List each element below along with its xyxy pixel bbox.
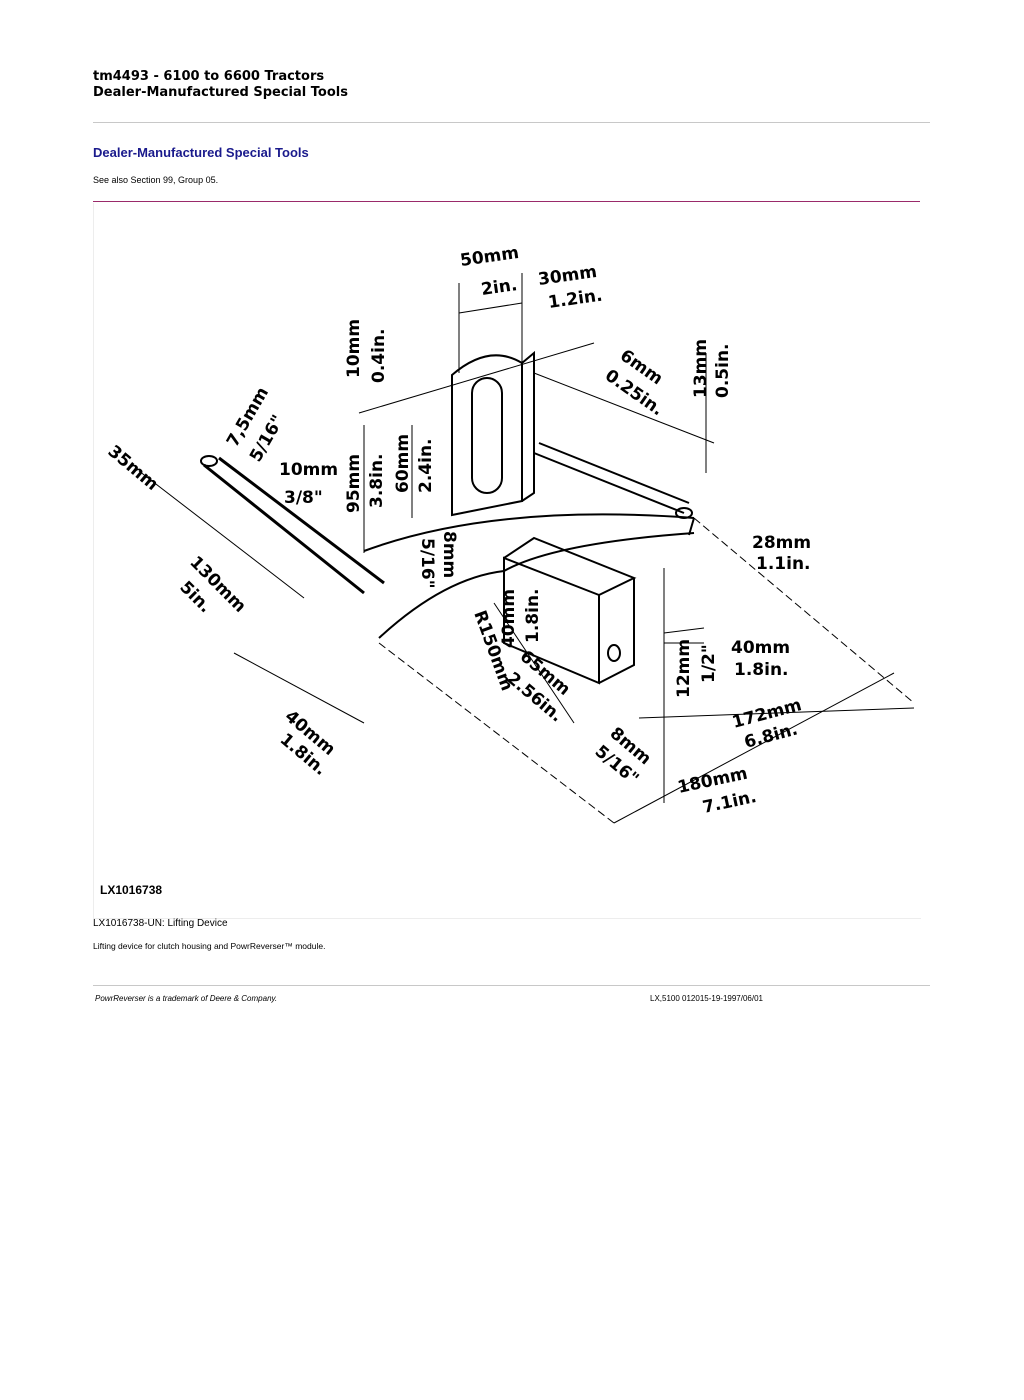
dim-1-8in-a: 1.8in. (523, 588, 543, 643)
dim-3-8in: 3.8in. (367, 453, 387, 508)
header-subtitle: Dealer-Manufactured Special Tools (93, 85, 348, 100)
dim-50mm: 50mm (459, 243, 520, 271)
left-rod (203, 463, 365, 595)
see-also-text: See also Section 99, Group 05. (93, 175, 219, 185)
right-rod (533, 452, 685, 514)
technical-drawing: 50mm 2in. 30mm 1.2in. 6mm 0.25in. 13mm 0… (104, 243, 915, 824)
dim-0-4in: 0.4in. (369, 328, 389, 383)
dim-7-1in: 7.1in. (701, 787, 758, 818)
plate-inner-edge (378, 570, 505, 639)
dim-5-16b: 5/16" (417, 538, 437, 589)
dim-10mm: 10mm (344, 319, 364, 378)
dim-1-1in: 1.1in. (756, 554, 811, 574)
dim-12mm: 12mm (674, 639, 694, 698)
figure-caption: LX1016738-UN: Lifting Device (93, 918, 228, 929)
dim-35mm: 35mm (104, 442, 162, 495)
dim-3-8: 3/8" (284, 488, 323, 508)
dim-8mm: 8mm (439, 531, 459, 578)
footer-divider (93, 985, 930, 986)
plate-outer-edge (363, 513, 695, 552)
block-hole (607, 644, 621, 662)
dim-30mm: 30mm (537, 262, 598, 290)
dim-1-2: 1/2" (699, 644, 719, 683)
dim-95mm: 95mm (344, 454, 364, 513)
lifting-device-drawing: 50mm 2in. 30mm 1.2in. 6mm 0.25in. 13mm 0… (93, 203, 921, 919)
slot (471, 377, 503, 494)
dim-2in: 2in. (480, 275, 519, 300)
dim-40mm-b: 40mm (731, 638, 790, 658)
dim-1-8in-b: 1.8in. (734, 660, 789, 680)
dim-28mm: 28mm (752, 533, 811, 553)
dim-60mm: 60mm (393, 434, 413, 493)
slotted-plate (451, 354, 523, 517)
figure-description: Lifting device for clutch housing and Po… (93, 941, 326, 951)
header-divider (93, 122, 930, 123)
section-title: Dealer-Manufactured Special Tools (93, 145, 309, 160)
trademark-note: PowrReverser is a trademark of Deere & C… (95, 994, 278, 1003)
section-divider (93, 201, 920, 202)
dim-1-2in: 1.2in. (547, 286, 604, 313)
dim-0-5in: 0.5in. (713, 343, 733, 398)
header-title: tm4493 - 6100 to 6600 Tractors (93, 69, 325, 84)
figure-code: LX1016738 (100, 883, 163, 897)
dim-13mm: 13mm (691, 339, 711, 398)
dim-40mm-a: 40mm (499, 589, 519, 648)
dim-10mm-b: 10mm (279, 460, 338, 480)
document-header: tm4493 - 6100 to 6600 Tractors Dealer-Ma… (93, 69, 348, 101)
document-id: LX,5100 012015-19-1997/06/01 (650, 994, 763, 1003)
dim-2-4in: 2.4in. (416, 438, 436, 493)
